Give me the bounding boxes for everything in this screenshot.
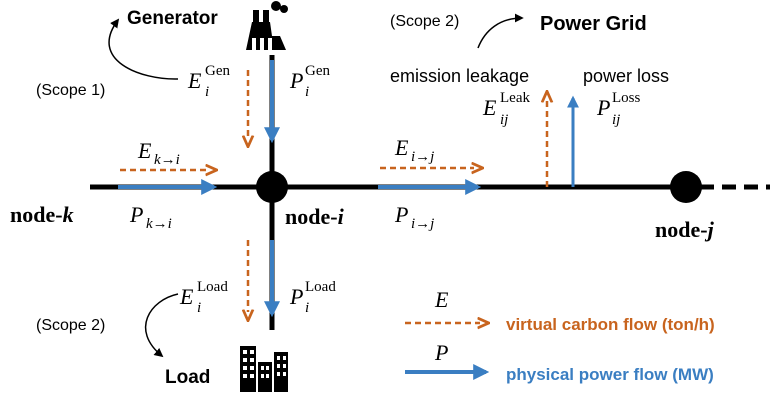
svg-text:i: i: [305, 300, 309, 316]
node-j-label: node-j: [655, 217, 715, 242]
svg-text:E: E: [394, 135, 409, 160]
scope1-curve-arrow: [108, 18, 179, 80]
svg-text:P: P: [289, 68, 303, 93]
scope2-top-curve-arrow: [477, 13, 524, 49]
legend-carbon-symbol: E: [434, 287, 449, 312]
buildings-icon: [240, 346, 288, 392]
svg-text:i: i: [305, 84, 309, 100]
svg-text:Loss: Loss: [612, 90, 641, 106]
svg-text:E: E: [482, 95, 497, 120]
symbol-e-leak: E Leak ij: [482, 90, 530, 128]
factory-icon: [246, 1, 288, 50]
generator-label: Generator: [127, 8, 218, 29]
svg-text:i→j: i→j: [411, 149, 434, 165]
svg-text:Load: Load: [305, 279, 336, 295]
svg-text:P: P: [289, 284, 303, 309]
power-grid-label: Power Grid: [540, 13, 647, 35]
svg-text:Leak: Leak: [500, 90, 530, 106]
symbol-p-loss: P Loss ij: [596, 90, 641, 128]
symbol-e-load: E Load i: [179, 279, 228, 316]
power-loss-label: power loss: [583, 66, 669, 86]
legend-power-symbol: P: [434, 340, 448, 365]
symbol-p-gen: P Gen i: [289, 63, 330, 100]
svg-text:P: P: [596, 95, 610, 120]
svg-text:i: i: [197, 300, 201, 316]
svg-text:Load: Load: [197, 279, 228, 295]
svg-text:ij: ij: [612, 112, 620, 128]
svg-text:ij: ij: [500, 112, 508, 128]
symbol-e-gen: E Gen i: [187, 63, 230, 100]
scope1-label: (Scope 1): [36, 82, 105, 99]
node-i-label: node-i: [285, 204, 345, 229]
scope2-bottom-curve-arrow: [144, 293, 179, 358]
svg-text:i: i: [205, 84, 209, 100]
node-k-label: node-k: [10, 202, 74, 227]
svg-text:Gen: Gen: [205, 63, 230, 79]
svg-text:i→j: i→j: [411, 216, 434, 232]
node-j-dot: [670, 171, 702, 203]
symbol-p-load: P Load i: [289, 279, 336, 316]
symbol-e-ki: E k→i: [137, 138, 180, 168]
svg-text:k→i: k→i: [154, 152, 180, 168]
svg-text:P: P: [129, 202, 143, 227]
node-i-dot: [256, 171, 288, 203]
emission-leakage-label: emission leakage: [390, 66, 529, 86]
svg-text:k→i: k→i: [146, 216, 172, 232]
svg-text:E: E: [187, 68, 202, 93]
svg-text:E: E: [179, 284, 194, 309]
svg-text:P: P: [394, 202, 408, 227]
symbol-e-ij: E i→j: [394, 135, 434, 165]
scope2-top-label: (Scope 2): [390, 13, 459, 30]
svg-text:E: E: [137, 138, 152, 163]
scope2-bottom-label: (Scope 2): [36, 317, 105, 334]
legend-carbon-label: virtual carbon flow (ton/h): [506, 315, 715, 334]
symbol-p-ij: P i→j: [394, 202, 434, 232]
load-label: Load: [165, 367, 210, 388]
legend-power-label: physical power flow (MW): [506, 365, 714, 384]
svg-text:Gen: Gen: [305, 63, 330, 79]
symbol-p-ki: P k→i: [129, 202, 172, 232]
